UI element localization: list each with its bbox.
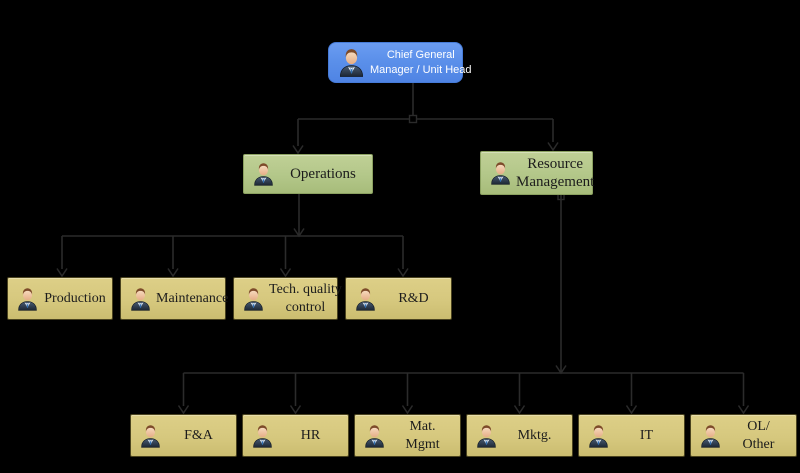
businessperson-icon [241,286,266,312]
arrowhead-icon [289,405,302,415]
node-fa: F&A [130,414,237,457]
businessperson-icon [251,161,276,187]
arrowhead-icon [401,405,414,415]
node-label: Mat. Mgmt [405,419,440,452]
node-label: Chief General Manager / Unit Head [370,48,472,76]
businessperson-icon [138,423,163,449]
businessperson-icon [586,423,611,449]
node-label: IT [639,427,654,443]
businessperson-icon [353,286,378,312]
arrowhead-icon [547,142,559,152]
node-resource-management: Resource Management [480,151,595,195]
arrowhead-icon [397,268,409,278]
node-label: Maintenance [156,290,229,306]
node-label: HR [300,427,321,443]
node-rd: R&D [345,277,452,320]
businessperson-icon [250,423,275,449]
businessperson-icon [15,286,40,312]
arrowhead-icon [513,405,526,415]
businessperson-icon [488,160,513,186]
node-label: Production [44,290,106,306]
node-production: Production [7,277,113,320]
arrowhead-icon [292,145,304,155]
arrowhead-icon [737,405,750,415]
businessperson-icon [362,423,387,449]
node-chief-general-manager: Chief General Manager / Unit Head [328,42,472,83]
arrowhead-icon [167,268,179,278]
node-label: Resource Management [516,155,595,190]
node-label: Mktg. [517,427,552,443]
arrowhead-icon [625,405,638,415]
businessperson-icon [474,423,499,449]
arrowhead-icon [279,268,292,278]
junction-marker [408,114,418,124]
node-mat-mgmt: Mat. Mgmt [354,414,461,457]
node-it: IT [578,414,685,457]
arrowhead-icon [177,405,190,415]
node-hr: HR [242,414,349,457]
node-tech-quality-control: Tech. quality control [233,277,342,320]
node-operations: Operations [243,154,373,194]
businessperson-icon [128,286,153,312]
node-label: F&A [184,427,213,443]
node-label: R&D [398,290,429,306]
businessperson-icon [698,423,723,449]
businessperson-icon [336,45,367,80]
node-mktg: Mktg. [466,414,573,457]
arrowhead-icon [56,268,68,278]
node-label: Operations [290,165,356,182]
node-maintenance: Maintenance [120,277,229,320]
node-label: OL/ Other [742,419,775,452]
node-ol-other: OL/ Other [690,414,797,457]
node-label: Tech. quality control [269,282,342,315]
